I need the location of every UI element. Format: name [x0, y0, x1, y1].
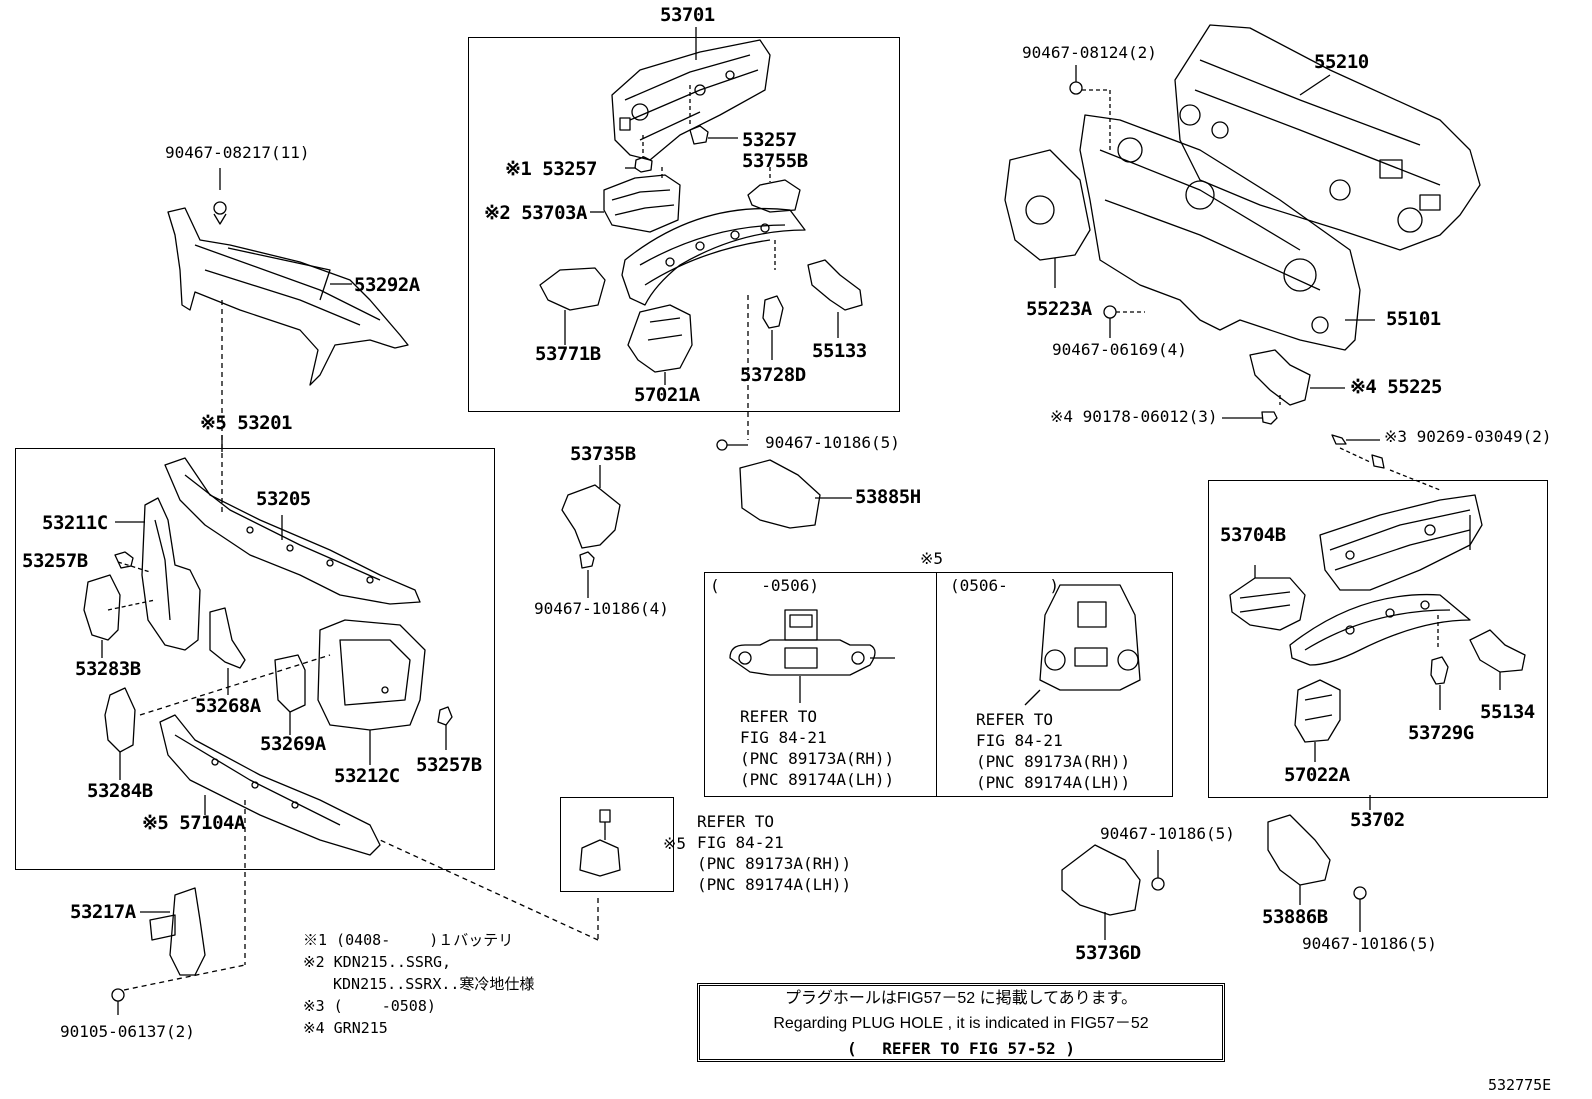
sensor-mark: ※5 — [663, 834, 687, 853]
label-53257B-left: 53257B — [22, 550, 88, 572]
inset-box-right — [936, 572, 1173, 797]
inset-left-reference: REFER TO FIG 84-21 (PNC 89173A(RH)) (PNC… — [740, 706, 894, 790]
ref-line: REFER TO — [976, 710, 1054, 729]
label-90467-08217: 90467-08217(11) — [165, 143, 310, 162]
label-53257-marked: ※1 53257 — [505, 158, 598, 180]
label-53755B: 53755B — [742, 150, 808, 172]
label-53702: 53702 — [1350, 809, 1405, 831]
label-53269A: 53269A — [260, 733, 326, 755]
group-53702-parts — [1229, 494, 1526, 810]
inset-right-range: (0506- ) — [950, 576, 1060, 595]
label-57021A: 57021A — [634, 384, 700, 406]
ref-line: REFER TO — [740, 707, 818, 726]
label-55225: ※4 55225 — [1350, 376, 1443, 398]
label-53703A: ※2 53703A — [484, 202, 587, 224]
group-53292A — [167, 168, 409, 515]
label-53205: 53205 — [256, 488, 311, 510]
ref-line: (PNC 89173A(RH)) — [697, 854, 852, 873]
inset-left-range: ( -0506) — [710, 576, 820, 595]
ref-line: (PNC 89174A(LH)) — [740, 770, 895, 789]
label-53257B-right: 53257B — [416, 754, 482, 776]
sensor-detail-box — [560, 797, 674, 892]
label-53729G: 53729G — [1408, 722, 1474, 744]
label-90467-08124: 90467-08124(2) — [1022, 43, 1157, 62]
label-53736D: 53736D — [1075, 942, 1141, 964]
label-53728D: 53728D — [740, 364, 806, 386]
label-90467-06169: 90467-06169(4) — [1052, 340, 1187, 359]
plug-hole-note: プラグホールはFIG57－52 に掲載してあります。 Regarding PLU… — [697, 983, 1225, 1062]
ref-line: REFER TO — [697, 812, 775, 831]
group-53735B — [561, 465, 621, 598]
group-box-53702 — [1208, 480, 1548, 798]
ref-line: FIG 84-21 — [740, 728, 827, 747]
group-53885H — [716, 439, 852, 529]
plug-hole-en: Regarding PLUG HOLE , it is indicated in… — [773, 1015, 1149, 1032]
label-90467-10186-5-mid: 90467-10186(5) — [765, 433, 900, 452]
footnote-1: ※1 (0408- )１バッテリ — [303, 931, 514, 949]
footnote-2-cont: KDN215..SSRX..寒冷地仕様 — [303, 975, 535, 993]
footnote-2: ※2 KDN215..SSRG, — [303, 953, 452, 971]
inset-right-reference: REFER TO FIG 84-21 (PNC 89173A(RH)) (PNC… — [976, 709, 1130, 793]
label-53212C: 53212C — [334, 765, 400, 787]
ref-line: FIG 84-21 — [976, 731, 1063, 750]
label-55134: 55134 — [1480, 701, 1535, 723]
ref-line: (PNC 89173A(RH)) — [976, 752, 1131, 771]
plug-hole-jp: プラグホールはFIG57－52 に掲載してあります。 — [784, 990, 1138, 1007]
label-90467-10186-4: 90467-10186(4) — [534, 599, 669, 618]
group-box-53201 — [15, 448, 495, 870]
label-90269-03049: ※3 90269-03049(2) — [1384, 427, 1552, 446]
label-53201: ※5 53201 — [200, 412, 293, 434]
footnote-3: ※3 ( -0508) — [303, 997, 436, 1015]
group-53701-parts — [539, 27, 863, 440]
label-55210: 55210 — [1314, 51, 1369, 73]
label-53701: 53701 — [660, 4, 715, 26]
group-dash-panel — [1004, 24, 1481, 491]
label-90178-06012: ※4 90178-06012(3) — [1050, 407, 1218, 426]
label-53771B: 53771B — [535, 343, 601, 365]
label-53284B: 53284B — [87, 780, 153, 802]
label-53211C: 53211C — [42, 512, 108, 534]
figure-id: 532775E — [1488, 1076, 1552, 1094]
footnote-4: ※4 GRN215 — [303, 1019, 388, 1037]
ref-line: (PNC 89174A(LH)) — [976, 773, 1131, 792]
label-55101: 55101 — [1386, 308, 1441, 330]
label-53217A: 53217A — [70, 901, 136, 923]
group-bottom-right — [1061, 814, 1367, 940]
label-53283B: 53283B — [75, 658, 141, 680]
label-57104A: ※5 57104A — [142, 812, 245, 834]
label-53886B: 53886B — [1262, 906, 1328, 928]
label-55223A: 55223A — [1026, 298, 1092, 320]
group-box-53701 — [468, 37, 900, 412]
label-53268A: 53268A — [195, 695, 261, 717]
label-90467-10186-5-a: 90467-10186(5) — [1100, 824, 1235, 843]
label-53257-upper: 53257 — [742, 129, 797, 151]
ref-line: FIG 84-21 — [697, 833, 784, 852]
label-57022A: 57022A — [1284, 764, 1350, 786]
inset-mark: ※5 — [920, 549, 944, 568]
label-90105-06137: 90105-06137(2) — [60, 1022, 195, 1041]
label-53885H: 53885H — [855, 486, 921, 508]
label-90467-10186-5-b: 90467-10186(5) — [1302, 934, 1437, 953]
group-inset-sensors — [729, 584, 1141, 706]
label-53292A: 53292A — [354, 274, 420, 296]
label-53735B: 53735B — [570, 443, 636, 465]
label-53704B: 53704B — [1220, 524, 1286, 546]
group-53217A — [111, 887, 246, 1015]
label-55133: 55133 — [812, 340, 867, 362]
plug-hole-ref: ( REFER TO FIG 57-52 ) — [847, 1039, 1075, 1058]
group-53201-parts — [83, 435, 453, 965]
sensor-reference: REFER TO FIG 84-21 (PNC 89173A(RH)) (PNC… — [697, 811, 851, 895]
group-sensor — [379, 809, 621, 941]
ref-line: (PNC 89173A(RH)) — [740, 749, 895, 768]
ref-line: (PNC 89174A(LH)) — [697, 875, 852, 894]
